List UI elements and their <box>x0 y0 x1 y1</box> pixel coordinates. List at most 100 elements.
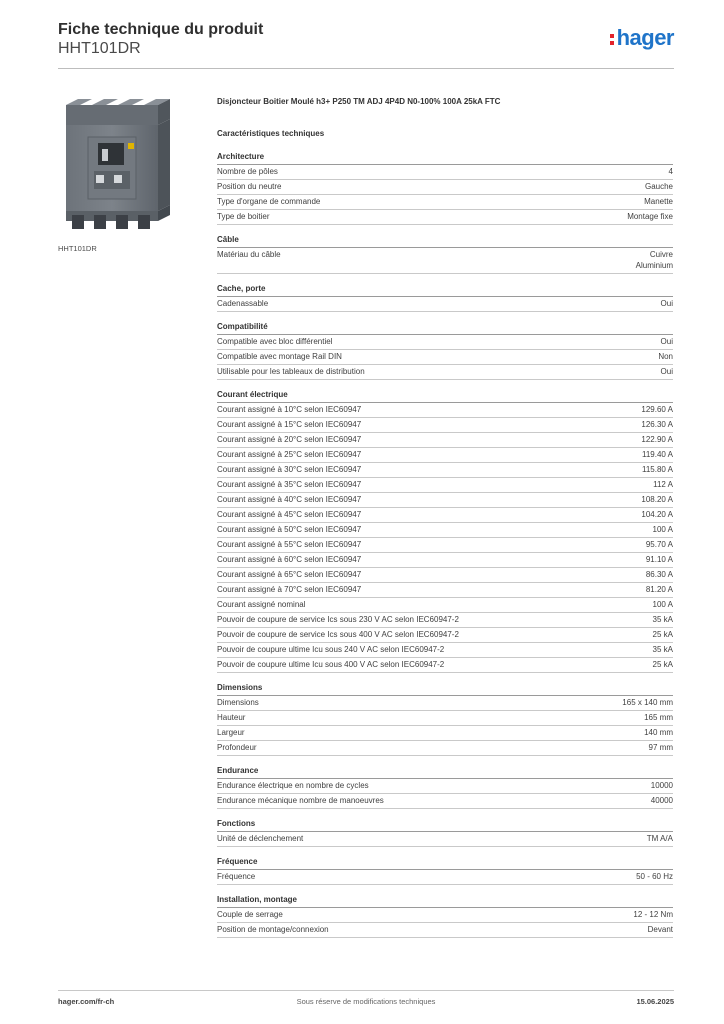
footer-disclaimer: Sous réserve de modifications techniques <box>296 997 436 1006</box>
spec-value: 108.20 A <box>641 494 673 504</box>
spec-row: Courant assigné à 45°C selon IEC60947 104… <box>217 508 673 523</box>
spec-row: Type d'organe de commande Manette <box>217 195 673 210</box>
spec-value: 104.20 A <box>641 509 673 519</box>
footer-date: 15.06.2025 <box>636 997 674 1006</box>
spec-label: Utilisable pour les tableaux de distribu… <box>217 366 365 376</box>
spec-value: 100 A <box>652 599 673 609</box>
spec-label: Endurance mécanique nombre de manoeuvres <box>217 795 384 805</box>
section-title: Fréquence <box>217 857 673 870</box>
spec-value: 100 A <box>652 524 673 534</box>
logo-dots-icon <box>609 32 616 46</box>
spec-label: Endurance électrique en nombre de cycles <box>217 780 369 790</box>
spec-label: Courant assigné à 45°C selon IEC60947 <box>217 509 362 519</box>
spec-value: 165 x 140 mm <box>622 697 673 707</box>
section-title: Architecture <box>217 152 673 165</box>
spec-row: Courant assigné à 50°C selon IEC60947 100… <box>217 523 673 538</box>
spec-value: 86.30 A <box>645 569 673 579</box>
spec-row: Pouvoir de coupure de service Ics sous 4… <box>217 628 673 643</box>
spec-row: Endurance électrique en nombre de cycles… <box>217 779 673 794</box>
spec-label: Type d'organe de commande <box>217 197 321 206</box>
spec-row: Courant assigné à 25°C selon IEC60947 119… <box>217 448 673 463</box>
section-title: Dimensions <box>217 683 673 696</box>
spec-row: Cadenassable Oui <box>217 297 673 312</box>
spec-value: 122.90 A <box>641 434 673 444</box>
spec-value: 40000 <box>650 795 673 805</box>
spec-value: Oui <box>660 298 673 308</box>
spec-value: 115.80 A <box>642 464 673 474</box>
spec-value: 50 - 60 Hz <box>636 871 673 881</box>
spec-value: 119.40 A <box>642 449 673 459</box>
spec-label: Largeur <box>217 727 245 737</box>
spec-label: Pouvoir de coupure de service Ics sous 2… <box>217 614 459 624</box>
spec-value: 91.10 A <box>645 554 673 564</box>
section-title: Courant électrique <box>217 390 673 403</box>
spec-label: Courant assigné à 50°C selon IEC60947 <box>217 524 362 534</box>
spec-value: 25 kA <box>652 659 673 669</box>
spec-row: Compatible avec bloc différentiel Oui <box>217 335 673 350</box>
spec-label: Courant assigné à 10°C selon IEC60947 <box>217 404 362 414</box>
section-title: Fonctions <box>217 819 673 832</box>
spec-value: Oui <box>660 336 673 346</box>
footer-divider <box>58 990 674 991</box>
spec-value: 10000 <box>650 780 673 790</box>
spec-value: Cuivre Aluminium <box>635 250 673 270</box>
spec-label: Hauteur <box>217 712 246 722</box>
spec-row: Courant assigné à 60°C selon IEC60947 91.… <box>217 553 673 568</box>
spec-label: Fréquence <box>217 871 256 881</box>
spec-value: Gauche <box>644 182 673 191</box>
spec-row: Pouvoir de coupure de service Ics sous 2… <box>217 613 673 628</box>
spec-row: Largeur 140 mm <box>217 726 673 741</box>
footer-website[interactable]: hager.com/fr-ch <box>58 997 115 1006</box>
spec-value: Oui <box>660 366 673 376</box>
spec-value: 140 mm <box>644 727 673 737</box>
spec-value: Manette <box>644 197 673 206</box>
spec-row: Courant assigné à 40°C selon IEC60947 108… <box>217 493 673 508</box>
spec-row: Pouvoir de coupure ultime Icu sous 400 V… <box>217 658 673 673</box>
spec-label: Matériau du câble <box>217 250 281 259</box>
spec-row: Utilisable pour les tableaux de distribu… <box>217 365 673 380</box>
spec-value: 35 kA <box>652 614 673 624</box>
spec-value: 126.30 A <box>641 419 673 429</box>
spec-label: Cadenassable <box>217 298 269 308</box>
spec-label: Profondeur <box>217 742 257 752</box>
spec-row: Courant assigné à 20°C selon IEC60947 122… <box>217 433 673 448</box>
spec-row: Matériau du câble Cuivre Aluminium <box>217 248 673 274</box>
section-title: Compatibilité <box>217 322 673 335</box>
spec-row: Endurance mécanique nombre de manoeuvres… <box>217 794 673 809</box>
image-caption: HHT101DR <box>58 244 97 253</box>
spec-row: Profondeur 97 mm <box>217 741 673 756</box>
spec-label: Courant assigné à 25°C selon IEC60947 <box>217 449 362 459</box>
page-title: Fiche technique du produit <box>58 21 264 38</box>
spec-label: Courant assigné à 60°C selon IEC60947 <box>217 554 362 564</box>
spec-label: Courant assigné à 70°C selon IEC60947 <box>217 584 362 594</box>
section-title: Endurance <box>217 766 673 779</box>
spec-label: Compatible avec bloc différentiel <box>217 336 333 346</box>
spec-value: 12 - 12 Nm <box>633 909 673 919</box>
spec-value: 97 mm <box>648 742 673 752</box>
spec-label: Courant assigné à 65°C selon IEC60947 <box>217 569 362 579</box>
product-image <box>66 99 170 229</box>
spec-label: Nombre de pôles <box>217 167 278 176</box>
spec-row: Courant assigné à 70°C selon IEC60947 81.… <box>217 583 673 598</box>
header-divider <box>58 68 674 69</box>
technical-characteristics-heading: Caractéristiques techniques <box>217 129 325 138</box>
page-header: Fiche technique du produit HHT101DR hage… <box>58 20 675 68</box>
spec-value: 81.20 A <box>645 584 673 594</box>
spec-label: Courant assigné à 20°C selon IEC60947 <box>217 434 362 444</box>
spec-label: Courant assigné à 40°C selon IEC60947 <box>217 494 362 504</box>
section-title: Câble <box>217 235 673 248</box>
spec-label: Position du neutre <box>217 182 282 191</box>
spec-label: Pouvoir de coupure de service Ics sous 4… <box>217 629 459 639</box>
section-title: Cache, porte <box>217 284 673 297</box>
